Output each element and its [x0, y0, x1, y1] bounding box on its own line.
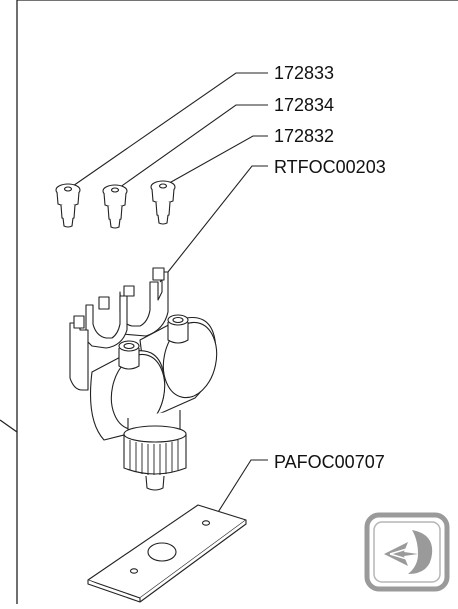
flow-swirl-logo-icon: [364, 512, 450, 592]
part-label-172833: 172833: [274, 63, 335, 83]
leader-172832: [163, 135, 268, 187]
part-label-172834: 172834: [274, 95, 335, 115]
gasket-plate: [87, 504, 247, 603]
leader-172834: [115, 104, 268, 191]
leader-172833: [69, 72, 268, 189]
part-label-pafoc00707: PAFOC00707: [274, 452, 385, 472]
part-label-172832: 172832: [274, 126, 335, 146]
fitting-172833: [55, 183, 81, 228]
leader-rtfoc00203: [159, 165, 268, 283]
valve-assembly: [69, 267, 218, 491]
part-label-rtfoc00203: RTFOC00203: [274, 157, 386, 177]
leader-lines: [69, 72, 268, 518]
fitting-172832: [150, 180, 176, 225]
fitting-172834: [102, 184, 128, 229]
leader-pafoc00707: [214, 459, 268, 518]
